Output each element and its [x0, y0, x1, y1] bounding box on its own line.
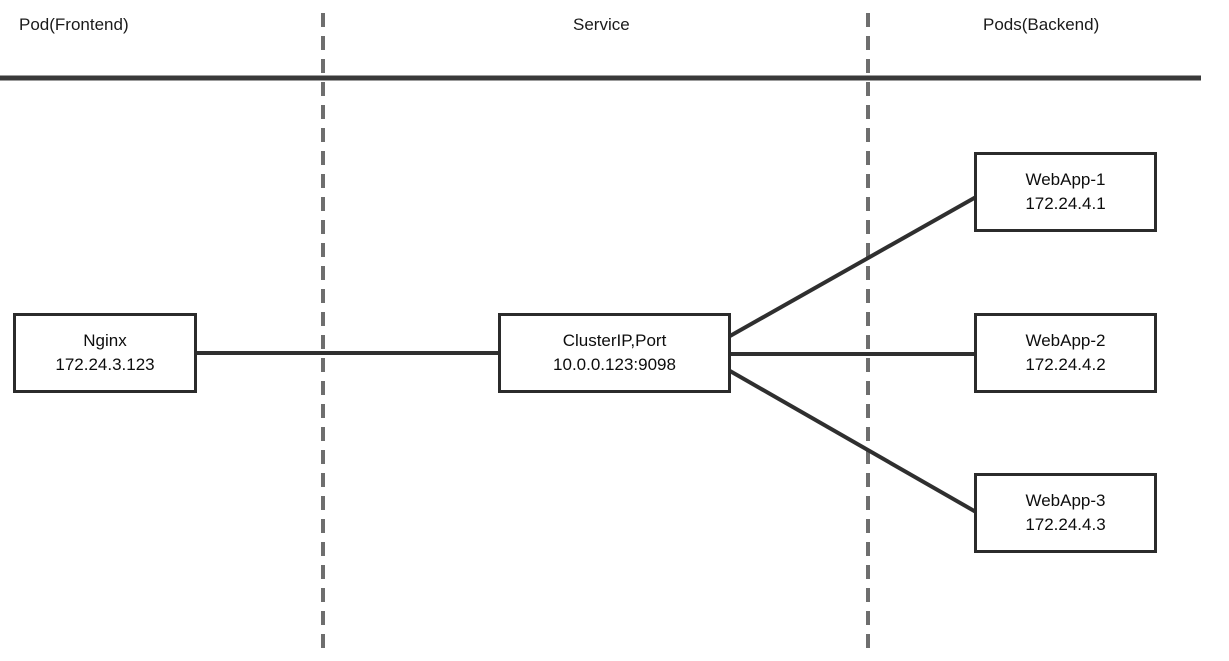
node-ip-address: 172.24.4.2 — [1025, 355, 1106, 374]
node-clusterip-service: ClusterIP,Port 10.0.0.123:9098 — [498, 313, 731, 393]
node-ip-address: 172.24.4.1 — [1025, 194, 1106, 213]
node-ip-address: 172.24.3.123 — [55, 355, 155, 374]
connector-service-to-webapp1 — [729, 195, 977, 338]
node-ip-address: 172.24.4.3 — [1025, 515, 1106, 534]
node-nginx-frontend-pod: Nginx 172.24.3.123 — [13, 313, 197, 393]
column-header-service: Service — [573, 15, 630, 34]
node-ip-port: 10.0.0.123:9098 — [553, 355, 676, 374]
connector-service-to-webapp3 — [729, 369, 977, 514]
node-title: ClusterIP,Port — [562, 331, 667, 350]
node-title: WebApp-2 — [1025, 331, 1106, 350]
node-webapp-2-backend-pod: WebApp-2 172.24.4.2 — [974, 313, 1157, 393]
node-title: WebApp-1 — [1025, 170, 1106, 189]
node-title: WebApp-3 — [1025, 491, 1106, 510]
node-webapp-1-backend-pod: WebApp-1 172.24.4.1 — [974, 152, 1157, 232]
column-header-pods-backend: Pods(Backend) — [983, 15, 1100, 34]
column-header-pod-frontend: Pod(Frontend) — [19, 15, 129, 34]
node-webapp-3-backend-pod: WebApp-3 172.24.4.3 — [974, 473, 1157, 553]
node-title: Nginx — [83, 331, 127, 350]
